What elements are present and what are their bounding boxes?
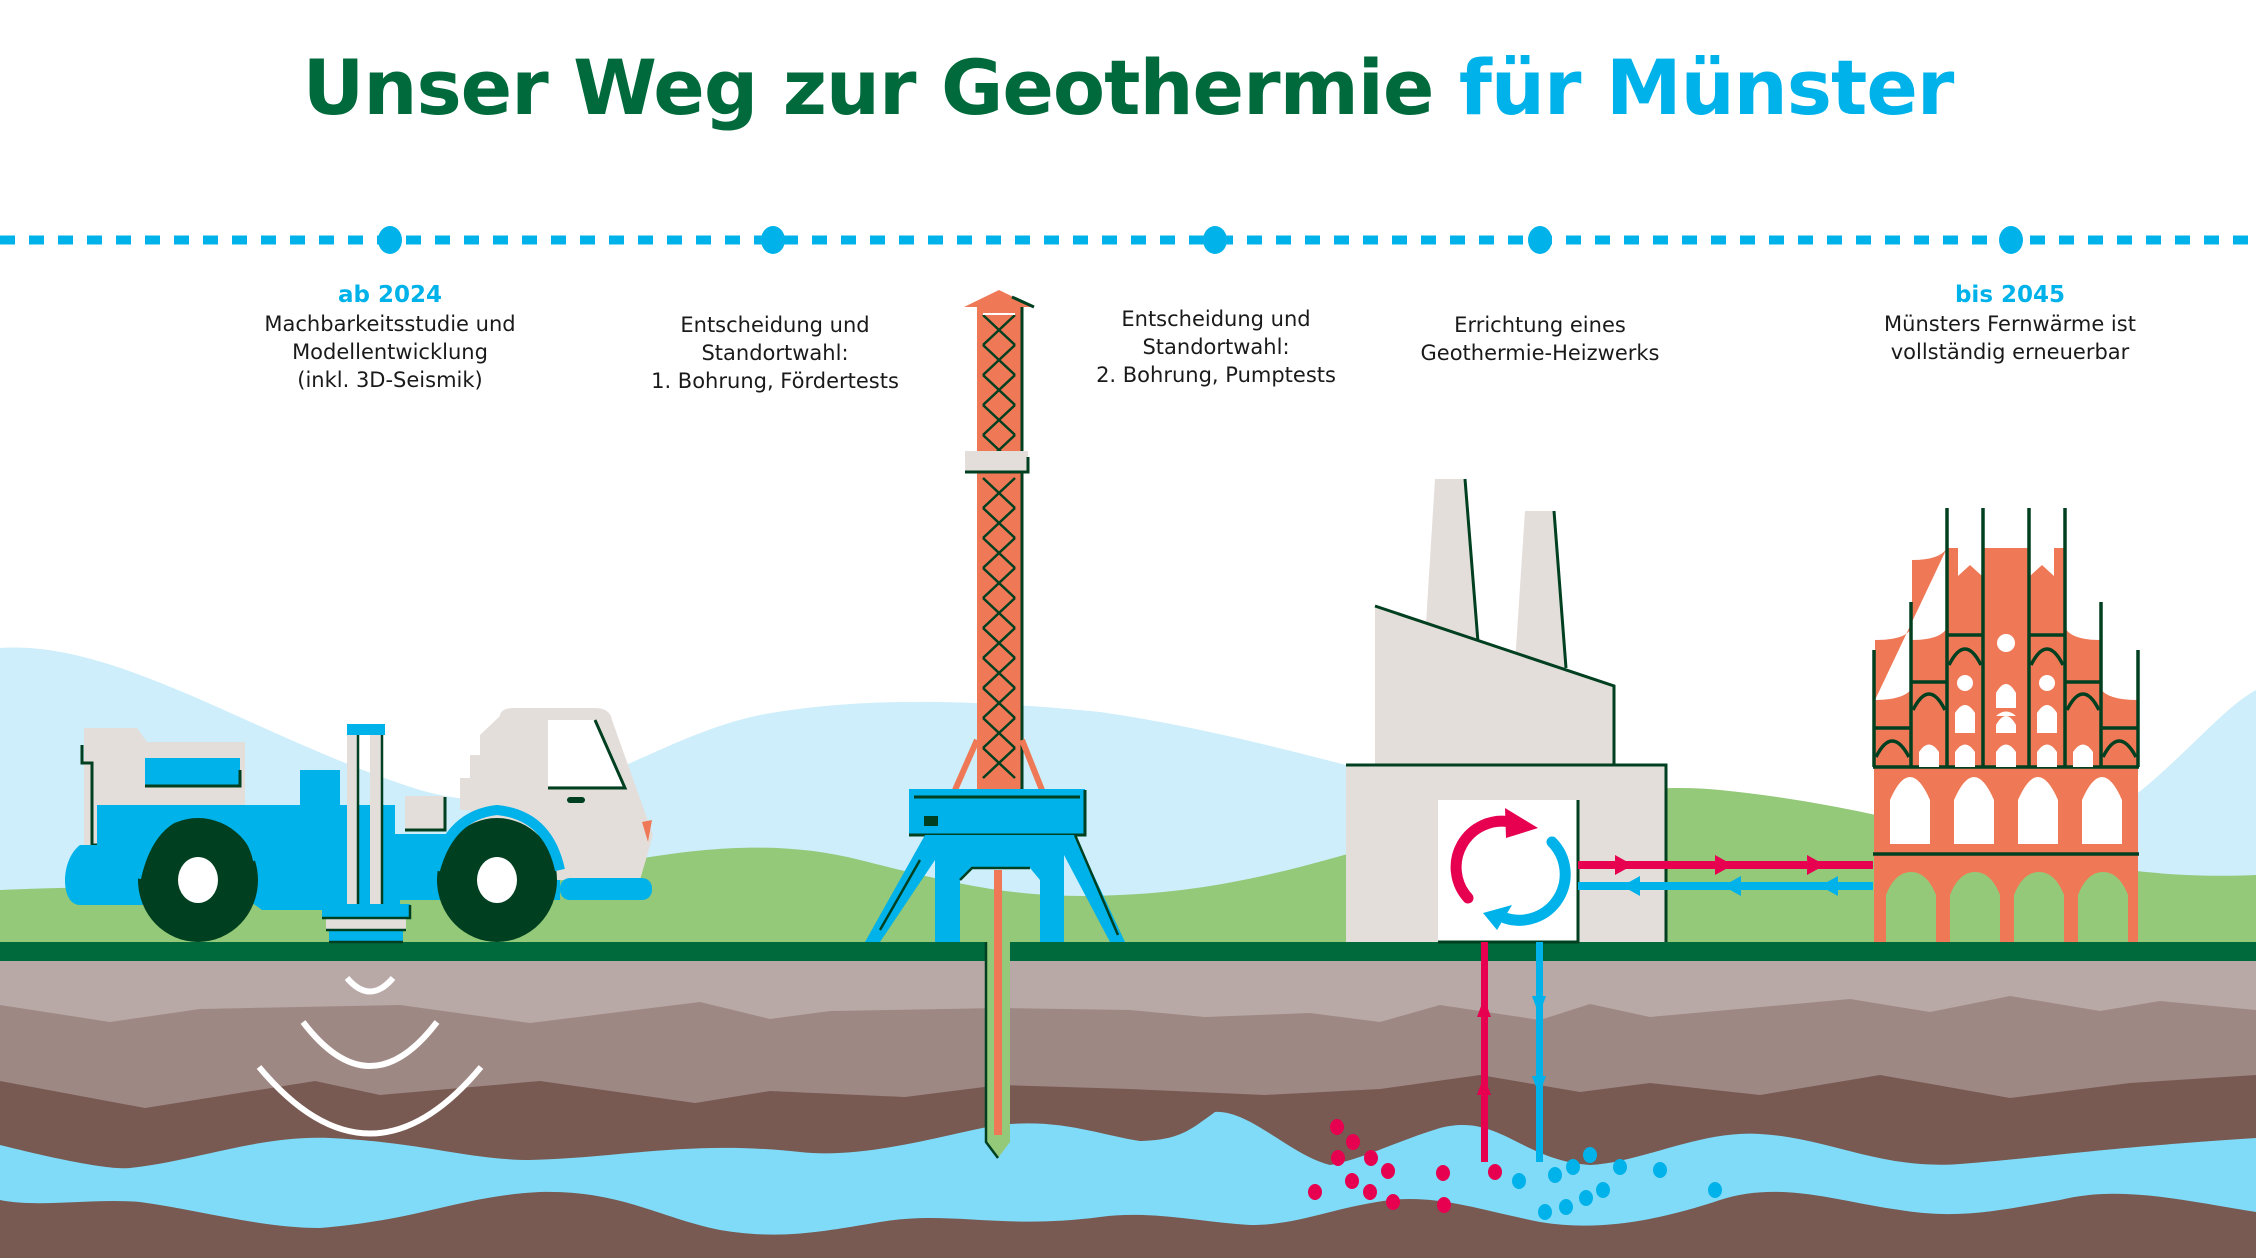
muenster-historic-town-hall xyxy=(1872,508,2140,942)
timeline-step-3: Entscheidung und Standortwahl: 2. Bohrun… xyxy=(1036,305,1396,389)
hot-water-particles xyxy=(1308,1119,1502,1213)
step-text-line: Standortwahl: xyxy=(701,341,849,365)
ground-surface xyxy=(0,942,2256,961)
timeline-dot-5 xyxy=(1999,226,2023,254)
step-year: bis 2045 xyxy=(1954,282,2066,308)
timeline-dot-4 xyxy=(1528,226,1552,254)
geothermal-heating-plant xyxy=(1308,478,1873,1220)
step-text-line: 2. Bohrung, Pumptests xyxy=(1096,363,1336,387)
timeline-dot-3 xyxy=(1203,226,1227,254)
step-text-line: Entscheidung und xyxy=(680,313,870,337)
timeline-step-5: bis 2045 Münsters Fernwärme ist vollstän… xyxy=(1830,280,2190,366)
timeline-dot-2 xyxy=(761,226,785,254)
seismic-wave-icon xyxy=(256,975,484,1137)
step-text-line: Entscheidung und xyxy=(1121,307,1311,331)
step-text-line: Geothermie-Heizwerks xyxy=(1420,341,1660,365)
step-text-line: Errichtung eines xyxy=(1454,313,1626,337)
step-text-line: Modellentwicklung xyxy=(292,340,488,364)
drilling-rig-tower xyxy=(865,290,1125,1159)
page-title: Unser Weg zur Geothermie für Münster xyxy=(0,38,2256,138)
timeline-step-1: ab 2024 Machbarkeitsstudie und Modellent… xyxy=(210,280,570,394)
step-text-line: Machbarkeitsstudie und xyxy=(264,312,516,336)
heat-exchange-cycle-icon xyxy=(1450,808,1571,930)
timeline-step-2: Entscheidung und Standortwahl: 1. Bohrun… xyxy=(595,311,955,395)
step-text-line: 1. Bohrung, Fördertests xyxy=(651,369,899,393)
title-accent: für Münster xyxy=(1458,43,1955,132)
step-text-line: Standortwahl: xyxy=(1142,335,1290,359)
cold-water-particles xyxy=(1512,1147,1722,1220)
step-text-line: (inkl. 3D-Seismik) xyxy=(297,368,483,392)
seismic-vibrator-truck xyxy=(65,708,653,944)
aquifer-water-layer xyxy=(0,1111,2256,1235)
timeline-dot-1 xyxy=(378,226,402,254)
step-year: ab 2024 xyxy=(337,282,442,308)
title-main: Unser Weg zur Geothermie xyxy=(302,43,1435,132)
timeline-step-4: Errichtung eines Geothermie-Heizwerks xyxy=(1360,311,1720,367)
step-text-line: Münsters Fernwärme ist xyxy=(1884,312,2136,336)
grass-hill-background xyxy=(0,788,2256,962)
step-text-line: vollständig erneuerbar xyxy=(1890,340,2130,364)
